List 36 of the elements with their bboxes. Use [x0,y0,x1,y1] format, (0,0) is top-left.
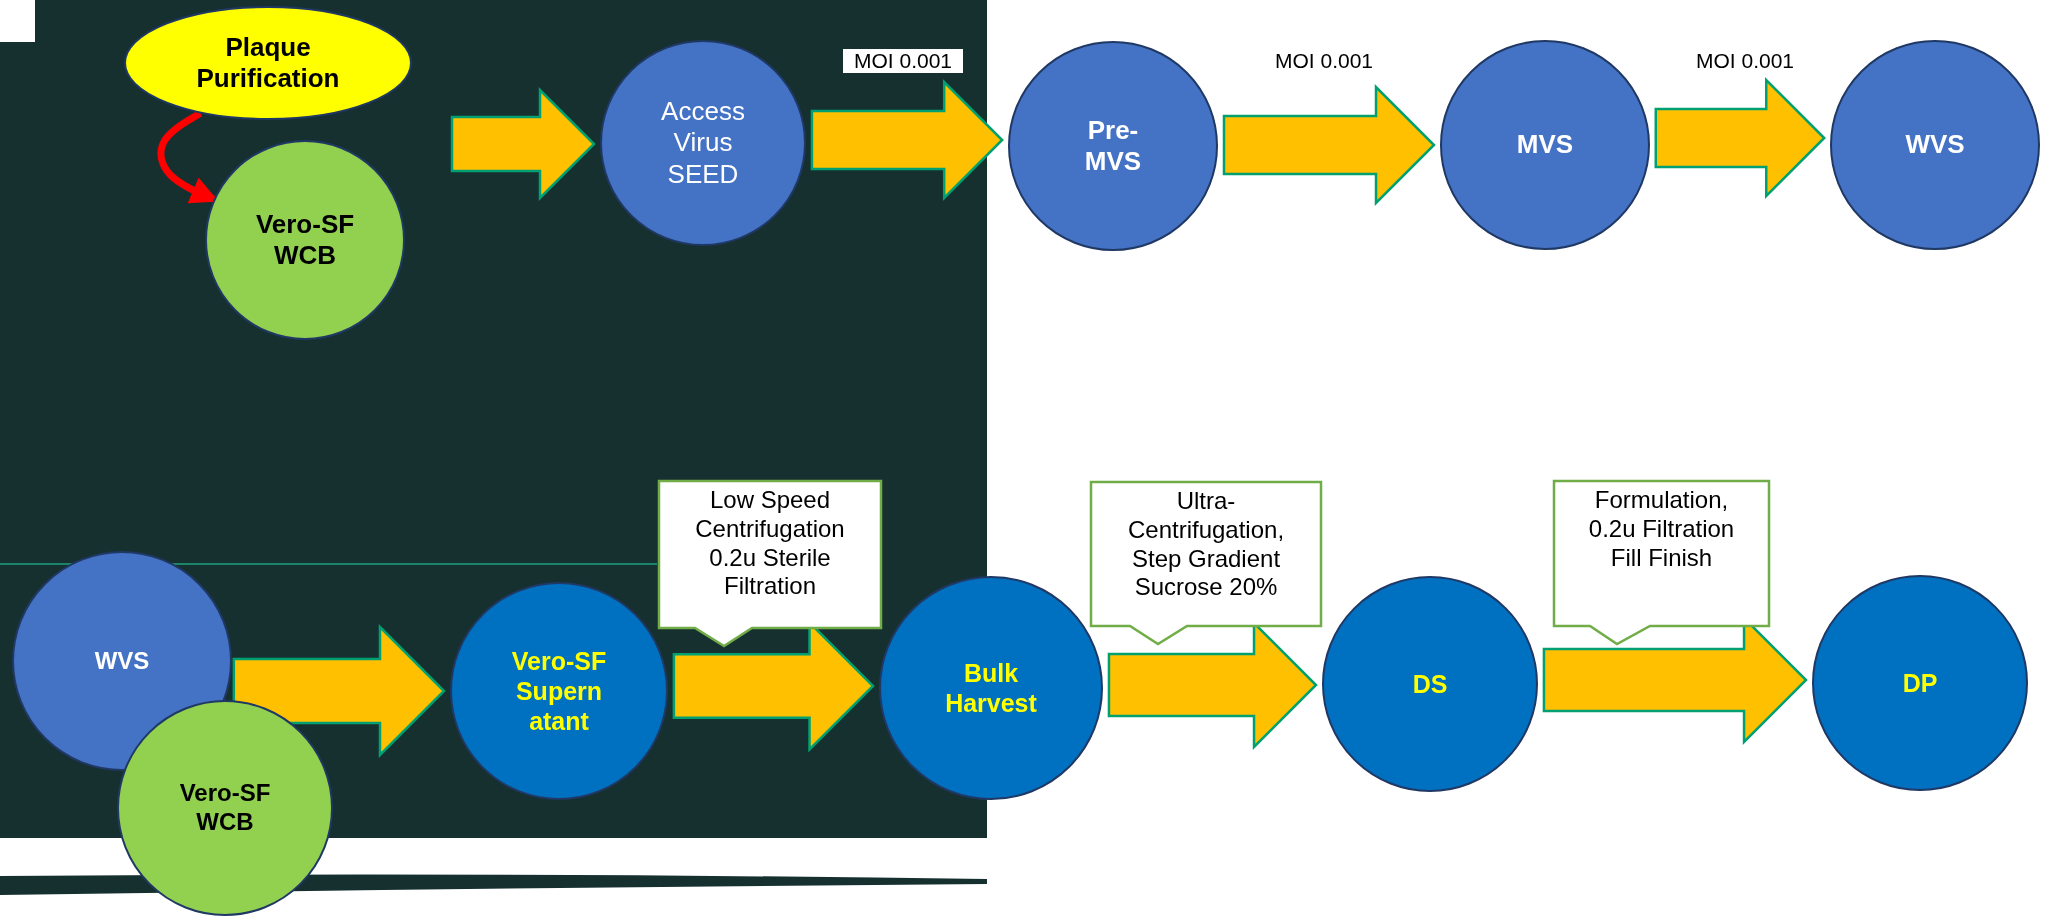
process-circle [600,40,806,246]
node-label: WVS [1904,129,1966,161]
block-arrow [1654,77,1826,199]
node-label: Vero-SF WCB [178,779,272,837]
node-label: Plaque Purification [195,31,341,95]
node-label: Vero-SF Supern atant [510,646,608,736]
node-label: DS [1411,669,1449,699]
process-circle [117,700,333,916]
node-label: Formulation, 0.2u Filtration Fill Finish [1587,486,1736,573]
block-arrow [1222,84,1436,206]
process-circle [1322,576,1538,792]
process-circle [12,551,232,771]
block-arrow [232,624,446,758]
callout-box [658,480,882,647]
node-label: MVS [1515,129,1575,161]
process-circle [1008,41,1218,251]
node-label: WVS [93,646,151,676]
node-label: Pre-MVS [1083,114,1143,178]
process-circle [1830,40,2040,250]
process-circle [1812,575,2028,791]
process-circle [205,140,405,340]
callout-box [1090,481,1322,645]
node-label: Vero-SF WCB [254,208,356,272]
node-label: Ultra-Centrifugation, Step Gradient Sucrose 20% [1126,487,1286,603]
callout-box [1553,480,1770,645]
block-arrow [450,87,596,201]
node-label: Bulk Harvest [944,658,1038,718]
edge-label: MOI 0.001 [843,49,963,73]
process-ellipse [124,6,412,120]
process-circle [450,582,668,800]
block-arrow [810,79,1004,201]
node-label: Low Speed Centrifugation 0.2u Sterile Filtration [694,486,846,602]
process-circle [1440,40,1650,250]
node-label: Access Virus SEED [660,96,746,190]
node-label: DP [1901,668,1939,698]
process-circle [879,576,1103,800]
